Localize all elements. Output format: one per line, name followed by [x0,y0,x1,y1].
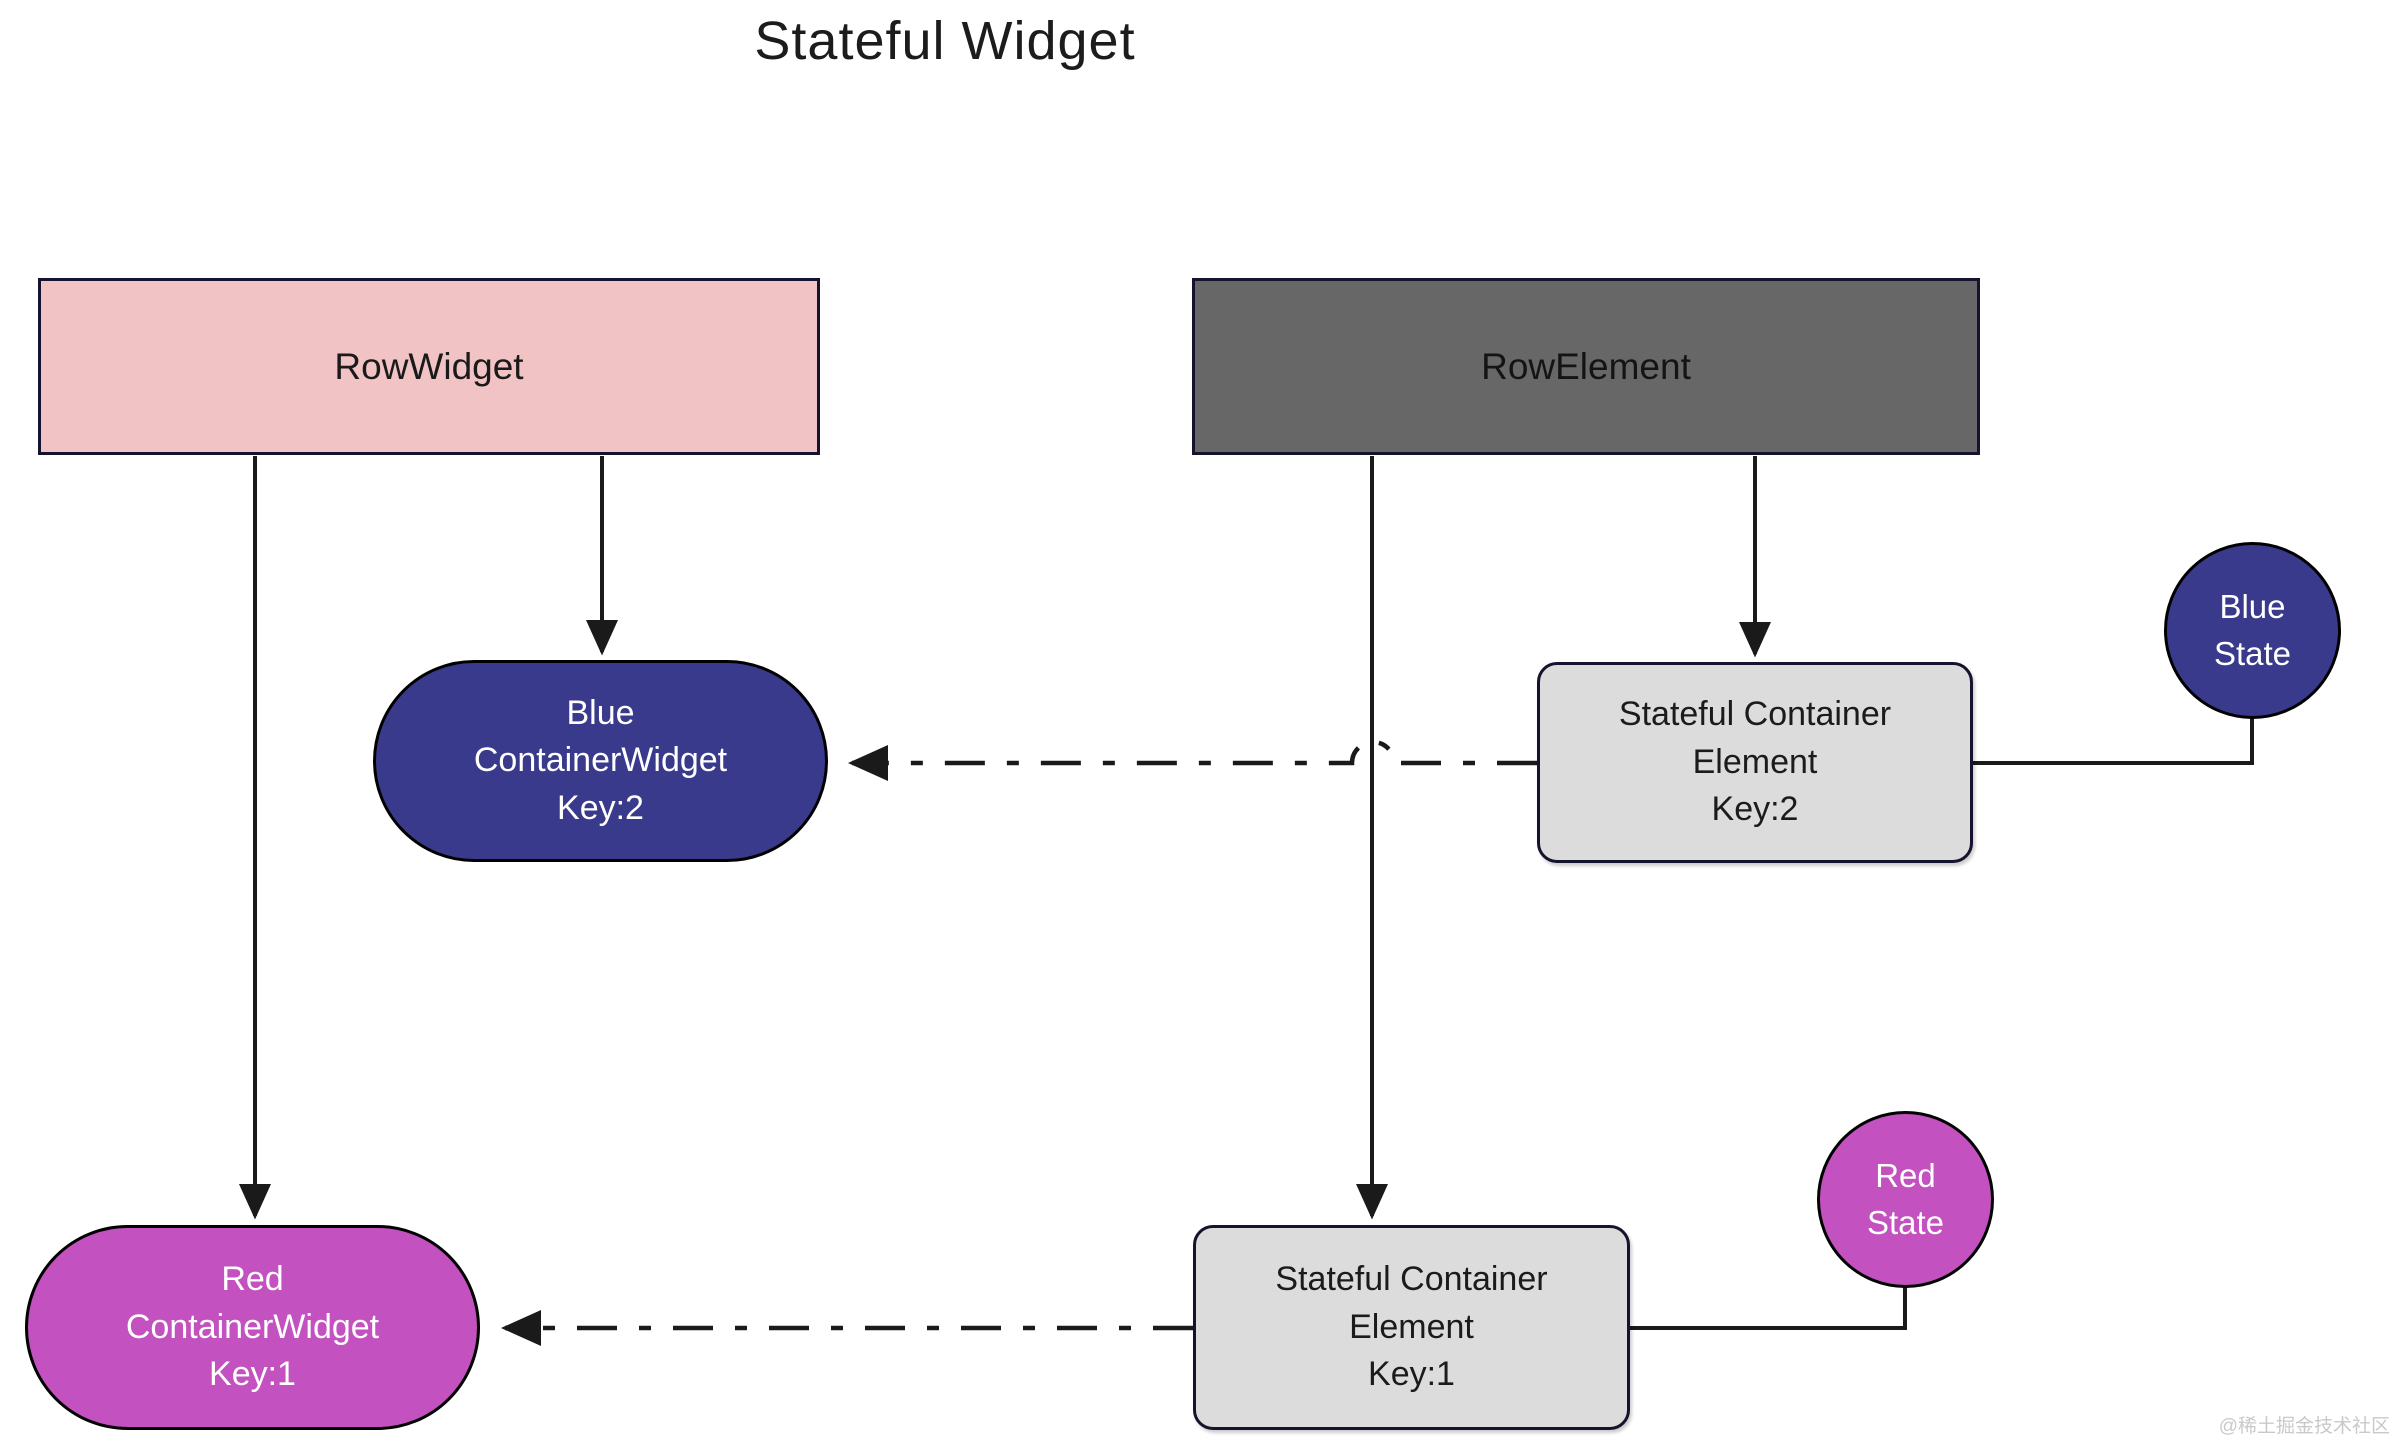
node-line: ContainerWidget [125,1307,380,1346]
stateful-container-element-key1-node: Stateful Container Element Key:1 [1193,1225,1630,1430]
node-line: Blue [2219,588,2286,626]
node-line: Key:1 [209,1355,296,1394]
node-line: Stateful Container [1275,1260,1548,1299]
red-state-node: Red State [1817,1111,1994,1288]
blue-state-label: Blue State [2214,584,2291,676]
node-line: Element [1692,742,1818,781]
red-state-label: Red State [1867,1153,1944,1245]
node-line: ContainerWidget [473,741,728,780]
blue-state-node: Blue State [2164,542,2341,719]
row-element-node: RowElement [1192,278,1980,455]
page-title: Stateful Widget [754,11,1136,71]
blue-containerwidget-node: Blue ContainerWidget Key:2 [373,660,828,862]
node-line: Key:2 [1711,790,1799,829]
row-element-label: RowElement [1481,345,1691,387]
row-widget-label: RowWidget [334,345,524,387]
red-containerwidget-label: Red ContainerWidget Key:1 [126,1256,379,1399]
watermark-text: @稀土掘金技术社区 [2218,1416,2390,1437]
edge-stateful-element-key1-to-red-state [1630,1287,1907,1330]
node-line: Red [221,1260,284,1299]
stateful-container-element-key1-label: Stateful Container Element Key:1 [1275,1256,1547,1399]
node-line: Red [1875,1157,1936,1195]
edge-stateful-element-key2-to-blue-state [1973,718,2254,765]
node-line: State [1866,1203,1945,1241]
blue-containerwidget-label: Blue ContainerWidget Key:2 [474,690,727,833]
stateful-container-element-key2-label: Stateful Container Element Key:2 [1619,691,1891,834]
node-line: Element [1349,1307,1474,1346]
node-line: State [2213,634,2292,672]
red-containerwidget-node: Red ContainerWidget Key:1 [25,1225,480,1430]
row-widget-node: RowWidget [38,278,820,455]
stateful-container-element-key2-node: Stateful Container Element Key:2 [1537,662,1973,863]
edge-stateful-element-key2-to-blue-containerwidget [848,739,1537,781]
node-line: Key:2 [557,788,644,827]
node-line: Key:1 [1368,1355,1455,1394]
node-line: Blue [566,693,635,732]
node-line: Stateful Container [1618,695,1892,734]
